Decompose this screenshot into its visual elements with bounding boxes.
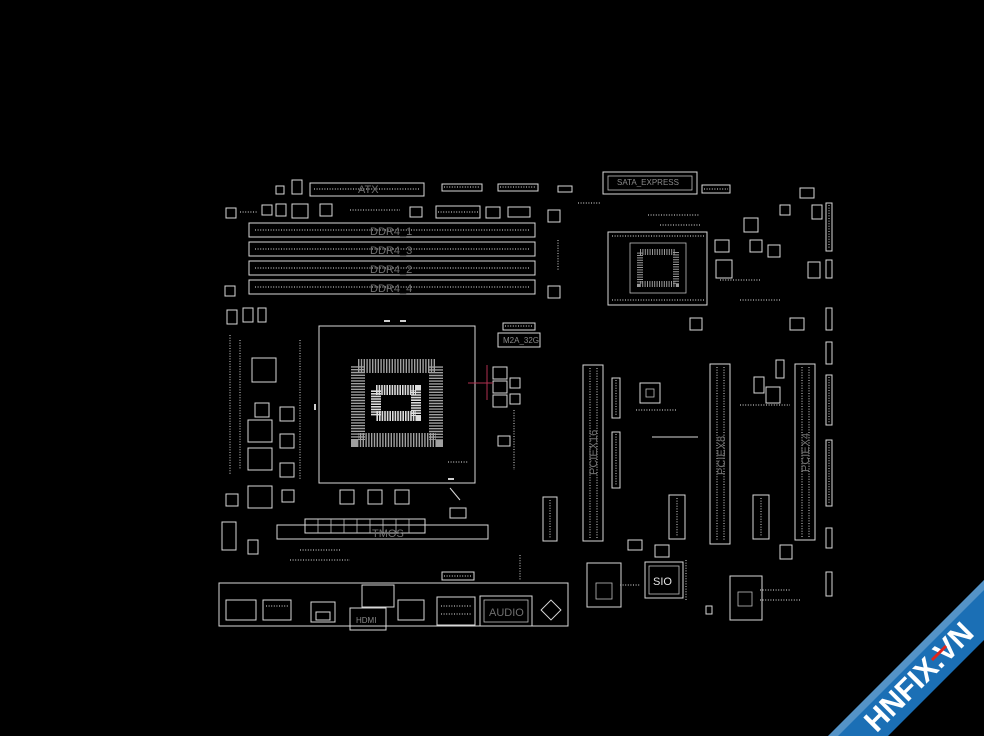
svg-text:PCIEX16: PCIEX16 <box>588 430 600 475</box>
pch-chipset <box>607 231 733 331</box>
tmos-area: TMOS <box>221 518 489 555</box>
svg-text:HDMI: HDMI <box>356 616 376 625</box>
right-edge-headers <box>743 187 833 597</box>
svg-text:ATX: ATX <box>358 184 379 196</box>
svg-text:PCIEX4: PCIEX4 <box>800 433 812 472</box>
svg-text:DDR4_1: DDR4_1 <box>370 226 412 238</box>
pcie-x16-slot: PCIEX16 <box>582 364 604 542</box>
vrm-area <box>225 307 410 509</box>
top-header-row <box>441 183 731 194</box>
smd-pads <box>239 202 800 601</box>
svg-text:DDR4_2: DDR4_2 <box>370 264 412 276</box>
svg-text:AUDIO: AUDIO <box>489 607 524 619</box>
top-left-components <box>225 179 561 223</box>
rear-io-panel: HDMI AUDIO <box>218 571 569 631</box>
svg-text:DDR4_3: DDR4_3 <box>370 245 412 257</box>
svg-text:TMOS: TMOS <box>372 528 404 540</box>
watermark-banner: HNFIX.VN <box>814 566 984 736</box>
m2-slot: M2A_32G <box>497 322 541 348</box>
cpu-socket <box>318 325 476 484</box>
svg-text:M2A_32G: M2A_32G <box>503 336 539 345</box>
svg-text:PCIEX8: PCIEX8 <box>716 436 728 475</box>
watermark-accent <box>930 644 948 662</box>
bottom-right-chip <box>705 575 763 621</box>
pcie-x4-slot: PCIEX4 <box>779 363 816 560</box>
sio-chip: SIO <box>586 539 684 608</box>
pcie-x16-side <box>611 377 698 489</box>
sata-express-connector: SATA_EXPRESS <box>602 171 698 195</box>
watermark-ribbon-graphic: HNFIX.VN <box>828 580 984 736</box>
cpu-right-components <box>449 365 558 542</box>
svg-text:SATA_EXPRESS: SATA_EXPRESS <box>617 178 679 187</box>
ddr4-slots: DDR4_1 DDR4_3 DDR4_2 DDR4_4 <box>248 222 536 295</box>
atx-connector: ATX <box>309 182 425 197</box>
pcie-x8-slot: PCIEX8 <box>668 359 785 545</box>
svg-text:DDR4_4: DDR4_4 <box>370 283 412 295</box>
svg-text:SIO: SIO <box>653 576 672 588</box>
watermark-text: HNFIX.VN <box>858 616 980 736</box>
watermark-ribbon <box>828 580 984 736</box>
